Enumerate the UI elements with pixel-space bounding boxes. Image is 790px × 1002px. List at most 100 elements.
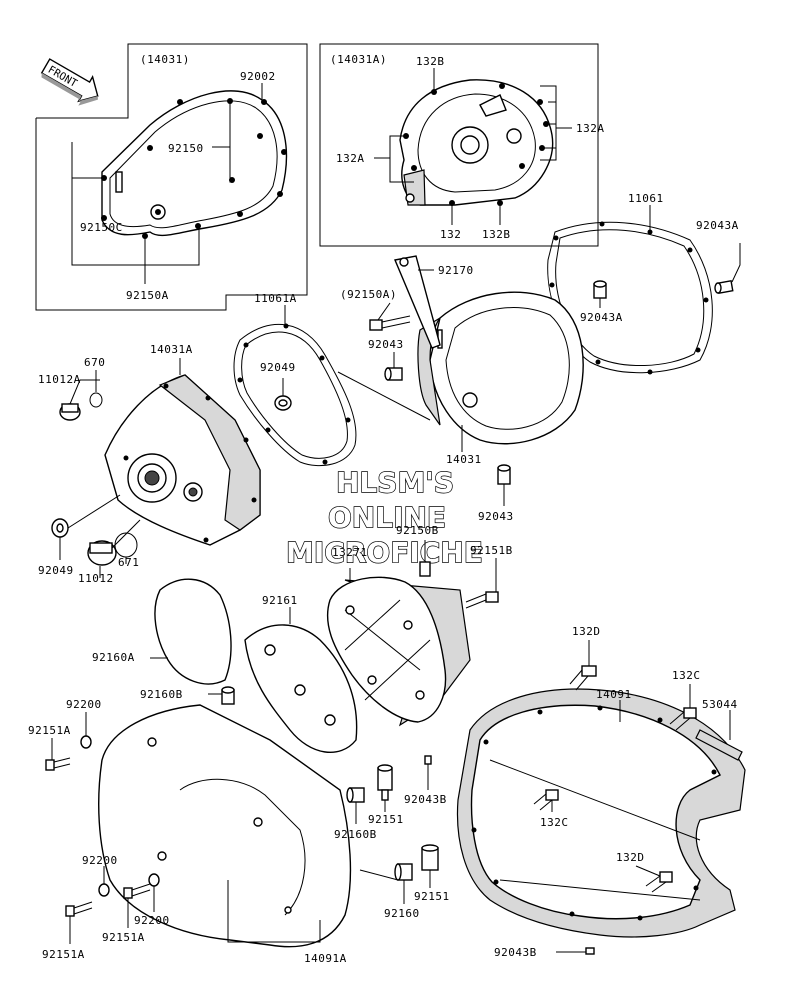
bolt-92151A-3: 92151A [42, 901, 93, 961]
label-53044: 53044 [702, 698, 738, 711]
washer-92200-3: 92200 [134, 873, 170, 927]
label-92049-2: 92049 [38, 564, 74, 577]
pad-92161: 92161 [244, 594, 358, 754]
label-132D-1: 132D [572, 625, 601, 638]
label-92200-3: 92200 [134, 914, 170, 927]
label-11061A: 11061A [254, 292, 297, 305]
label-11012: 11012 [78, 572, 114, 585]
plug-92049-lower: 92049 [38, 494, 121, 577]
label-132C-1: 132C [672, 669, 701, 682]
washer-92200-2: 92200 [82, 854, 118, 897]
label-14091A: 14091A [304, 952, 347, 965]
label-92151A-2: 92151A [102, 931, 145, 944]
plate-13271: 13271 [326, 546, 471, 727]
label-13271: 13271 [332, 546, 368, 559]
bolt-92151A-2: 92151A [102, 883, 151, 944]
label-92043-1: 92043 [368, 338, 404, 351]
label-14031A: 14031A [150, 343, 193, 356]
label-92150B: 92150B [396, 524, 439, 537]
dowel-92043B-lower: 92043B [494, 946, 595, 959]
bolt-132D-upper: 132D [569, 625, 601, 691]
label-92151-1: 92151 [368, 813, 404, 826]
label-92043-2: 92043 [478, 510, 514, 523]
dowel-92043-lower: 92043 [478, 464, 514, 523]
label-670: 670 [84, 356, 105, 369]
bolt-92151A-1: 92151A [28, 724, 71, 771]
label-14091: 14091 [596, 688, 632, 701]
bolt-92151B: 92151B [465, 544, 513, 609]
label-92160B-1: 92160B [140, 688, 183, 701]
label-92150C: 92150C [80, 221, 123, 234]
stud-92151-upper: 92151 [368, 764, 404, 826]
box-14031A-title: (14031A) [330, 53, 387, 66]
label-92150: 92150 [168, 142, 204, 155]
label-92151-2: 92151 [414, 890, 450, 903]
label-92200-1: 92200 [66, 698, 102, 711]
label-92160B-2: 92160B [334, 828, 377, 841]
label-132B-bottom: 132B [482, 228, 511, 241]
label-92043B-2: 92043B [494, 946, 537, 959]
pad-92160A: 92160A [92, 578, 232, 685]
cap-11012A: 11012A [38, 373, 100, 421]
inner-cover-14031: 92170 14031 [394, 255, 584, 466]
label-92002: 92002 [240, 70, 276, 83]
label-92170: 92170 [438, 264, 474, 277]
bolt-92150A-middle: (92150A) [340, 288, 411, 331]
dowel-92043-middle: 92043 [368, 338, 404, 381]
label-92200-2: 92200 [82, 854, 118, 867]
gasket-11061A: 11061A 92049 [233, 292, 357, 467]
clutch-cover-14031 [101, 90, 288, 237]
label-14031: 14031 [446, 453, 482, 466]
label-132D-2: 132D [616, 851, 645, 864]
bolt-132C-upper: 132C [669, 669, 701, 731]
o-ring-670: 670 [84, 356, 105, 408]
box-14031-title: (14031) [140, 53, 190, 66]
label-11012A: 11012A [38, 373, 81, 386]
label-92151A-1: 92151A [28, 724, 71, 737]
watermark-line3: MICROFICHE [286, 536, 483, 569]
box-14031A: (14031A) 132B 132A 132A 132 132B [319, 43, 605, 247]
label-92160: 92160 [384, 907, 420, 920]
washer-92200-1: 92200 [66, 698, 102, 749]
dowel-92043A-left: 92043A [580, 280, 623, 324]
dowel-92043B-upper: 92043B [404, 755, 447, 806]
box-14031: (14031) 92002 92150 92150C 92150A [35, 43, 308, 311]
label-11061: 11061 [628, 192, 664, 205]
damper-92160: 92160 [384, 863, 420, 920]
inner-cover-14091: 14091 [456, 688, 746, 938]
label-92160A: 92160A [92, 651, 135, 664]
bolt-132C-lower: 132C [533, 789, 569, 829]
outer-cover-14091A: 14091A [98, 704, 352, 965]
outer-cover-14031A: 14031A [104, 343, 261, 546]
bolt-132D-lower: 132D [616, 851, 673, 893]
stud-92151-lower: 92151 [414, 844, 450, 903]
label-92150A-paren: (92150A) [340, 288, 397, 301]
watermark-line1: HLSM'S [336, 466, 454, 499]
o-ring-671: 671 [114, 532, 139, 569]
dowel-92043A-right: 92043A [696, 219, 741, 294]
label-92043B-1: 92043B [404, 793, 447, 806]
label-92161: 92161 [262, 594, 298, 607]
label-132A-right: 132A [576, 122, 605, 135]
label-92049-1: 92049 [260, 361, 296, 374]
label-92151B: 92151B [470, 544, 513, 557]
label-132A-left: 132A [336, 152, 365, 165]
label-92043A-2: 92043A [580, 311, 623, 324]
label-132: 132 [440, 228, 461, 241]
front-arrow: FRONT [40, 58, 99, 106]
damper-92160B-upper: 92160B [140, 686, 235, 705]
bolt-92150B: 92150B [396, 524, 439, 577]
watermark-line2: ONLINE [328, 501, 446, 534]
label-132B-top: 132B [416, 55, 445, 68]
label-132C-2: 132C [540, 816, 569, 829]
damper-92160B-lower: 92160B [334, 787, 377, 841]
label-92043A-1: 92043A [696, 219, 739, 232]
watermark: HLSM'S ONLINE MICROFICHE [285, 465, 483, 569]
label-671: 671 [118, 556, 139, 569]
label-92150A: 92150A [126, 289, 169, 302]
label-92151A-3: 92151A [42, 948, 85, 961]
pin-53044: 53044 [695, 698, 743, 761]
cap-11012: 11012 [78, 519, 141, 585]
